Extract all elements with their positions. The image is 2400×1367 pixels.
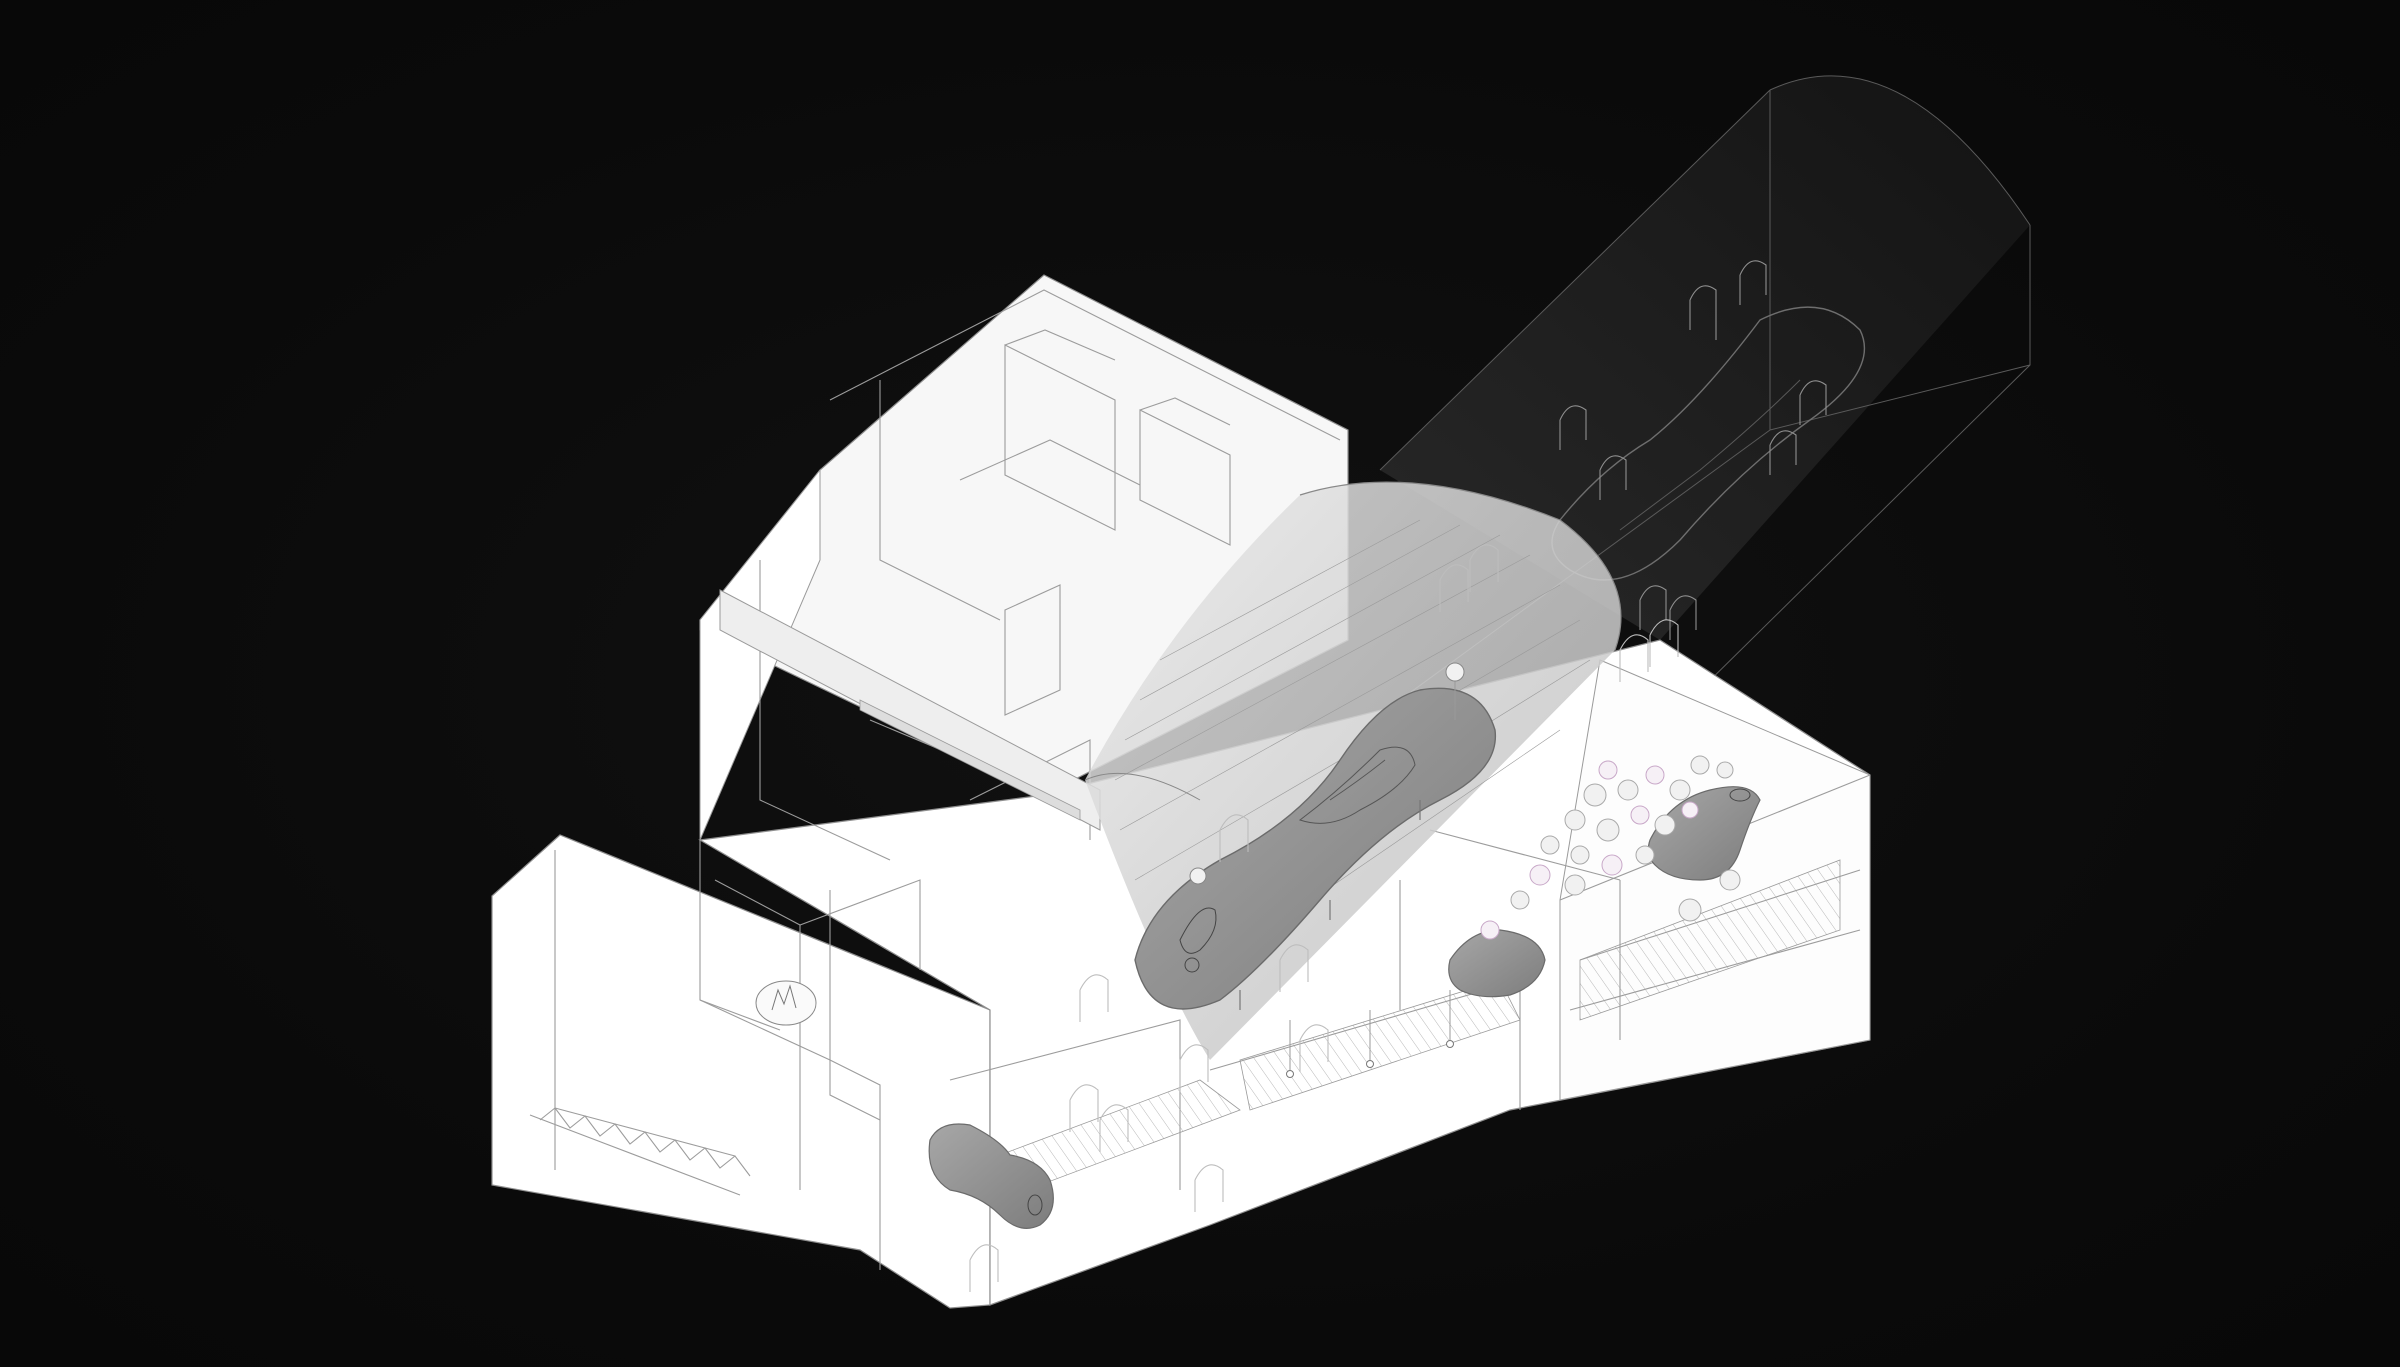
pendant-lights xyxy=(1189,662,1465,1078)
stool-cluster xyxy=(1480,755,1741,940)
chairs xyxy=(969,544,1679,1292)
sculpted-side-table xyxy=(928,1123,1054,1229)
tunnel-extension xyxy=(1379,75,2031,701)
tunnel-chairs xyxy=(1559,260,1827,640)
sculpted-lounge-table xyxy=(1647,786,1761,881)
planter xyxy=(755,980,817,1026)
sculpted-bar-table xyxy=(1134,687,1497,1010)
bench-right xyxy=(1579,859,1841,1021)
staircase xyxy=(529,1107,751,1196)
